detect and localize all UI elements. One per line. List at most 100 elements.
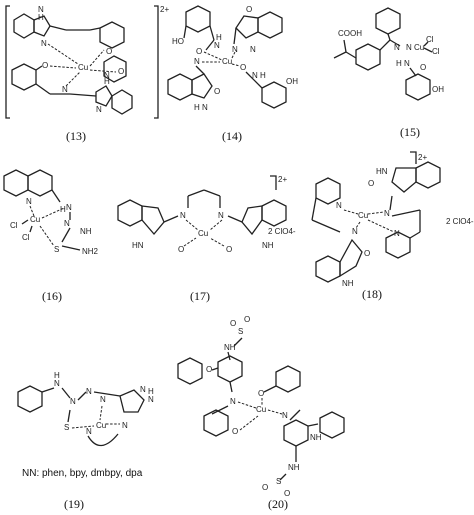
compound-20-atom-o1: O xyxy=(230,319,236,328)
compound-13-atom-n2: N xyxy=(41,39,47,48)
compound-18-atom-cu: Cu xyxy=(358,211,368,220)
compound-15-atom-cooh: COOH xyxy=(338,29,362,38)
compound-16-atom-n2: N xyxy=(66,203,72,212)
compound-15-atom-oh: OH xyxy=(432,85,444,94)
compound-18-structure: 2+ HN O N Cu N N N O NH 2 ClO4- xyxy=(311,151,474,288)
compound-17-atom-cu: Cu xyxy=(198,229,208,238)
compound-14-atom-nh-low: H xyxy=(194,103,200,112)
compound-13-atom-o1: O xyxy=(106,47,112,56)
compound-15-atom-cl1: Cl xyxy=(426,35,434,44)
compound-14-atom-n4: N xyxy=(194,57,200,66)
compound-14-atom-h1: H xyxy=(216,33,222,42)
compound-20-atom-nh1: NH xyxy=(224,343,236,352)
compound-19-atom-n4: N xyxy=(100,395,106,404)
compound-16-atom-cu: Cu xyxy=(30,215,40,224)
compound-16-atom-n3: N xyxy=(64,219,70,228)
compound-14-atom-o2: O xyxy=(246,5,252,14)
compound-14-atom-oh: OH xyxy=(286,77,298,86)
compound-18-atom-o2: O xyxy=(364,249,370,258)
compound-17-atom-n1: N xyxy=(180,211,186,220)
compound-19-atom-n5: N xyxy=(86,427,92,436)
compound-20-atom-o5: O xyxy=(258,389,264,398)
compound-15-atom-n3: N xyxy=(404,59,410,68)
compound-15-atom-h: H xyxy=(396,59,402,68)
compound-13-label: (13) xyxy=(66,129,86,143)
compound-13-atom-o2: O xyxy=(42,61,48,70)
compound-20-atom-s2: S xyxy=(276,477,281,486)
compound-20-atom-nh3: NH xyxy=(288,463,300,472)
compound-13-atom-o3: O xyxy=(118,67,124,76)
compound-19-atom-cu: Cu xyxy=(96,421,106,430)
compound-14-structure: HO O N H O N N Cu O N H N O N H OH xyxy=(167,5,298,112)
compound-15-atom-cu: Cu xyxy=(414,43,424,52)
compound-13-atom-n5: N xyxy=(104,71,110,80)
compound-19-atom-n3: N xyxy=(86,387,92,396)
compound-17-counterion: 2 ClO4- xyxy=(268,227,296,236)
compound-17-structure: N N Cu HN O O NH 2+ 2 ClO4- xyxy=(117,175,296,254)
compound-20-atom-o6: O xyxy=(262,483,268,492)
compound-13-atom-h1: H xyxy=(38,13,44,22)
compound-19-ligand-note: NN: phen, bpy, dmbpy, dpa xyxy=(22,468,143,479)
compound-16-structure: N H N Cu Cl Cl N NH S NH2 xyxy=(3,169,99,256)
compound-16-atom-cl1: Cl xyxy=(10,221,18,230)
compound-16-atom-h: H xyxy=(60,205,66,214)
compound-17-atom-nh: NH xyxy=(262,241,274,250)
compound-20-atom-n2: N xyxy=(282,411,288,420)
compound-19-atom-n1: N xyxy=(54,379,60,388)
compound-19-atom-h2: H xyxy=(148,387,154,396)
compound-20-atom-n1: N xyxy=(230,397,236,406)
compound-20-atom-o4: O xyxy=(232,427,238,436)
compound-18-atom-o1: O xyxy=(368,179,374,188)
compound-14-atom-h5: H xyxy=(260,71,266,80)
compound-15-atom-n2: N xyxy=(406,43,412,52)
compound-13-atom-h2: H xyxy=(104,77,110,86)
compound-16-atom-nh: NH xyxy=(80,227,92,236)
compound-17-label: (17) xyxy=(190,289,210,303)
compound-18-atom-n-py1: N xyxy=(336,201,342,210)
compound-14-atom-n2: N xyxy=(232,45,238,54)
compound-18-charge: 2+ xyxy=(418,153,427,162)
compound-17-charge: 2+ xyxy=(278,175,287,184)
compound-14-atom-n3: N xyxy=(250,45,256,54)
compound-19-atom-n8: N xyxy=(148,395,154,404)
compound-20-atom-o7: O xyxy=(284,489,290,498)
compound-20-atom-o2: O xyxy=(244,315,250,324)
compound-19-atom-s: S xyxy=(64,423,69,432)
compound-13-atom-n4: N xyxy=(96,105,102,114)
compound-18-atom-hn: HN xyxy=(376,167,388,176)
compound-16-atom-n1: N xyxy=(26,197,32,206)
compound-20-atom-cu: Cu xyxy=(256,405,266,414)
compound-15-atom-cl2: Cl xyxy=(432,47,440,56)
compound-14-atom-o3: O xyxy=(240,63,246,72)
compound-15-label: (15) xyxy=(400,125,420,139)
compound-17-atom-n2: N xyxy=(218,211,224,220)
compound-16-atom-s: S xyxy=(54,245,59,254)
compound-16-atom-cl2: Cl xyxy=(22,233,30,242)
compound-17-atom-hn: HN xyxy=(132,241,144,250)
compound-15-structure: COOH N N Cu Cl Cl H N O OH xyxy=(333,7,444,101)
compound-20-label: (20) xyxy=(268,497,288,511)
compound-18-counterion: 2 ClO4- xyxy=(446,217,474,226)
compound-19-structure: N H N N N S N Cu N N N H xyxy=(17,371,154,447)
compound-20-atom-s1: S xyxy=(238,327,243,336)
compound-19-atom-n6: N xyxy=(122,421,128,430)
compound-14-atom-n1: N xyxy=(214,41,220,50)
compound-13-charge: 2+ xyxy=(160,5,169,14)
compound-13-atom-n3: N xyxy=(62,85,68,94)
compound-14-atom-o1: O xyxy=(196,47,202,56)
compound-17-atom-o2: O xyxy=(226,245,232,254)
compound-19-atom-n7: N xyxy=(140,385,146,394)
compound-19-label: (19) xyxy=(64,497,84,511)
compound-20-atom-nh2: NH xyxy=(310,433,322,442)
compound-13-structure: 2+ N H N Cu O O O N N H N xyxy=(5,5,169,119)
compound-20-atom-o3: O xyxy=(206,365,212,374)
compound-18-label: (18) xyxy=(362,287,382,301)
compound-18-atom-n2: N xyxy=(352,227,358,236)
compound-14-atom-n5: N xyxy=(252,71,258,80)
compound-13-atom-cu: Cu xyxy=(78,63,88,72)
compound-14-atom-cu: Cu xyxy=(222,57,232,66)
compound-14-atom-h-low: N xyxy=(202,103,208,112)
compound-14-atom-ho: HO xyxy=(172,37,184,46)
compound-16-label: (16) xyxy=(42,289,62,303)
